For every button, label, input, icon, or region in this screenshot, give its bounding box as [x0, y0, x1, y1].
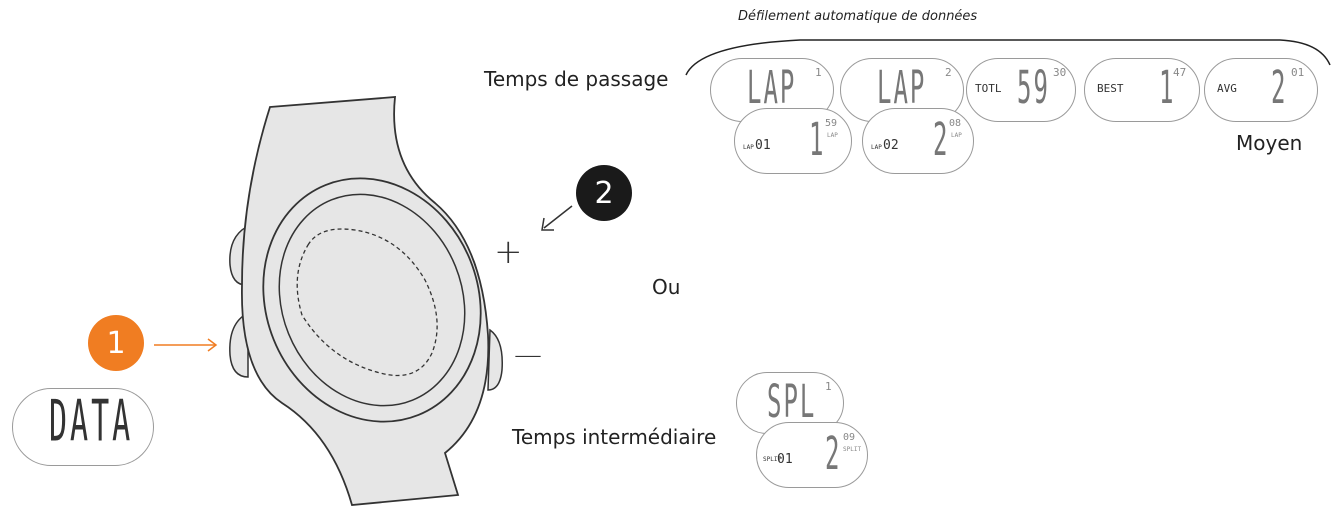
split-screen: SPL 1 — [736, 372, 844, 434]
step-1-arrow — [154, 338, 218, 352]
best-screen: BEST 1 47 — [1084, 58, 1200, 122]
split-detail-screen: SPLIT 01 2 09 SPLIT — [756, 422, 868, 488]
autoscroll-bracket — [685, 39, 1331, 76]
minus-button-label: — — [514, 338, 542, 371]
average-label: Moyen — [1236, 131, 1303, 155]
total-screen: TOTL 59 30 — [966, 58, 1076, 122]
step-1-badge: 1 — [88, 315, 144, 371]
lap1-detail-screen: LAP 01 1 59 LAP — [734, 108, 852, 174]
step-2-badge: 2 — [576, 165, 632, 221]
lap-section-label: Temps de passage — [484, 67, 669, 91]
step-2-arrow — [541, 205, 573, 231]
or-label: Ou — [652, 275, 681, 299]
watch — [229, 96, 503, 506]
split-section-label: Temps intermédiaire — [512, 425, 717, 449]
plus-button-label: + — [494, 232, 523, 272]
lap2-detail-screen: LAP 02 2 08 LAP — [862, 108, 974, 174]
autoscroll-label: Défilement automatique de données — [738, 9, 978, 24]
data-screen: DATA — [12, 388, 154, 466]
lap1-screen: LAP 1 — [710, 58, 834, 122]
average-screen: AVG 2 01 — [1204, 58, 1318, 122]
